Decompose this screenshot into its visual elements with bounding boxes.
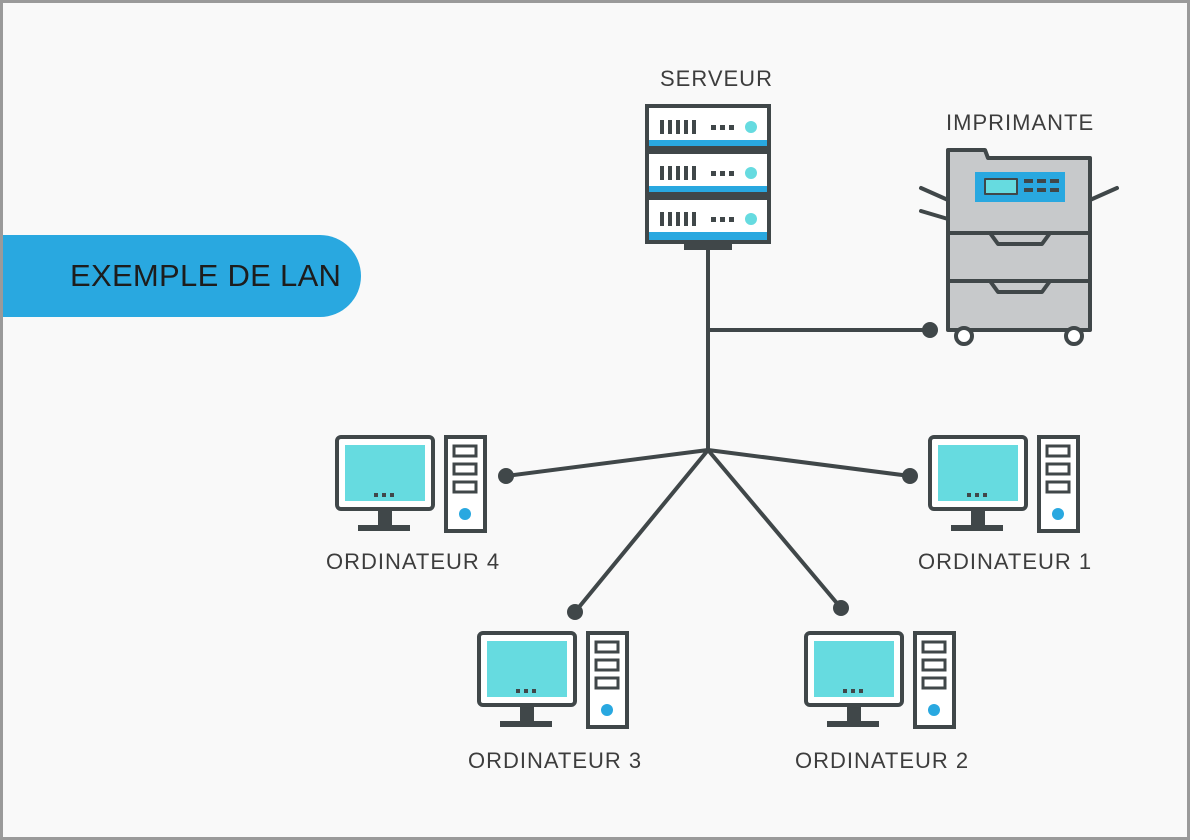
- link-endpoints: [498, 322, 938, 620]
- endpoint-computer-4: [498, 468, 514, 484]
- computer-3-icon: [477, 631, 629, 729]
- printer-icon: [919, 148, 1119, 346]
- computer-1-label: ORDINATEUR 1: [918, 549, 1093, 574]
- endpoint-printer: [922, 322, 938, 338]
- endpoint-computer-3: [567, 604, 583, 620]
- server-label: SERVEUR: [660, 66, 773, 91]
- computer-4-icon: [335, 435, 487, 533]
- link-computer-4: [504, 448, 710, 478]
- diagram-title: EXEMPLE DE LAN: [3, 235, 361, 317]
- computer-4-label: ORDINATEUR 4: [326, 549, 501, 574]
- computer-3-label: ORDINATEUR 3: [468, 748, 643, 773]
- printer-label: IMPRIMANTE: [946, 110, 1095, 135]
- endpoint-computer-2: [833, 600, 849, 616]
- endpoint-computer-1: [902, 468, 918, 484]
- diagram-title-text: EXEMPLE DE LAN: [70, 258, 342, 293]
- network-links: [504, 246, 932, 614]
- computer-2-icon: [804, 631, 956, 729]
- computer-2-label: ORDINATEUR 2: [795, 748, 970, 773]
- link-computer-3: [573, 448, 710, 614]
- computer-1-icon: [928, 435, 1080, 533]
- link-computer-2: [706, 448, 843, 610]
- server-rack-icon: [645, 104, 771, 250]
- link-computer-1: [706, 448, 912, 478]
